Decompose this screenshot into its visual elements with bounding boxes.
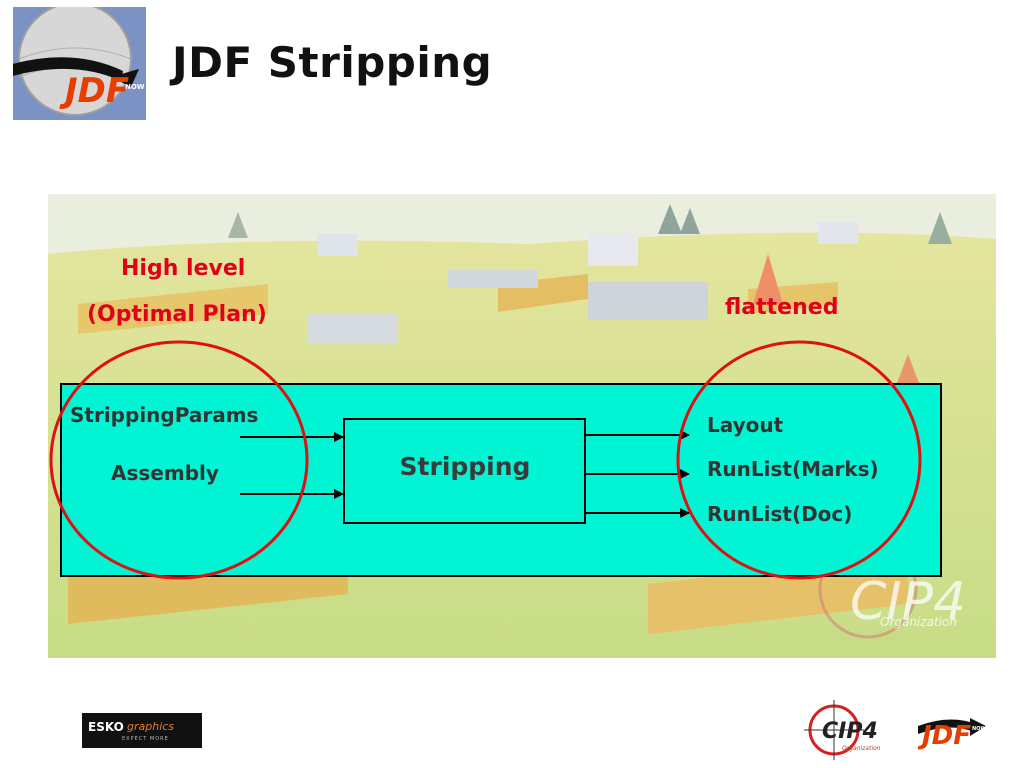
- output-label-layout: Layout: [707, 413, 784, 437]
- input-label-stripping-params: StrippingParams: [70, 403, 259, 427]
- slide-title: JDF Stripping: [172, 38, 493, 87]
- svg-text:JDF: JDF: [917, 721, 971, 751]
- esko-tagline: EXPECT MORE: [122, 736, 169, 742]
- optimal-plan-label: (Optimal Plan): [87, 302, 267, 327]
- esko-graphics-logo: ESKO graphics EXPECT MORE: [82, 713, 202, 748]
- svg-text:Organization: Organization: [842, 745, 881, 752]
- svg-text:NOW: NOW: [125, 83, 145, 91]
- svg-text:CIP4: CIP4: [822, 719, 878, 744]
- output-label-runlist-marks: RunList(Marks): [707, 457, 879, 481]
- esko-word: ESKO: [88, 720, 124, 734]
- svg-text:NOW: NOW: [972, 726, 986, 732]
- jdf-logo-bottom-right: JDF NOW: [917, 718, 986, 751]
- esko-graphics-word: graphics: [127, 720, 175, 733]
- jdf-logo-top-left: JDF NOW: [13, 7, 146, 120]
- flattened-label: flattened: [725, 295, 839, 320]
- high-level-label: High level: [121, 256, 246, 281]
- cip4-logo: CIP4 Organization: [804, 700, 881, 760]
- output-label-runlist-doc: RunList(Doc): [707, 502, 853, 526]
- svg-text:JDF: JDF: [59, 71, 129, 111]
- input-label-assembly: Assembly: [111, 461, 219, 485]
- svg-text:Organization: Organization: [880, 615, 957, 629]
- svg-text:CIP4: CIP4: [850, 572, 966, 632]
- process-label: Stripping: [399, 452, 531, 481]
